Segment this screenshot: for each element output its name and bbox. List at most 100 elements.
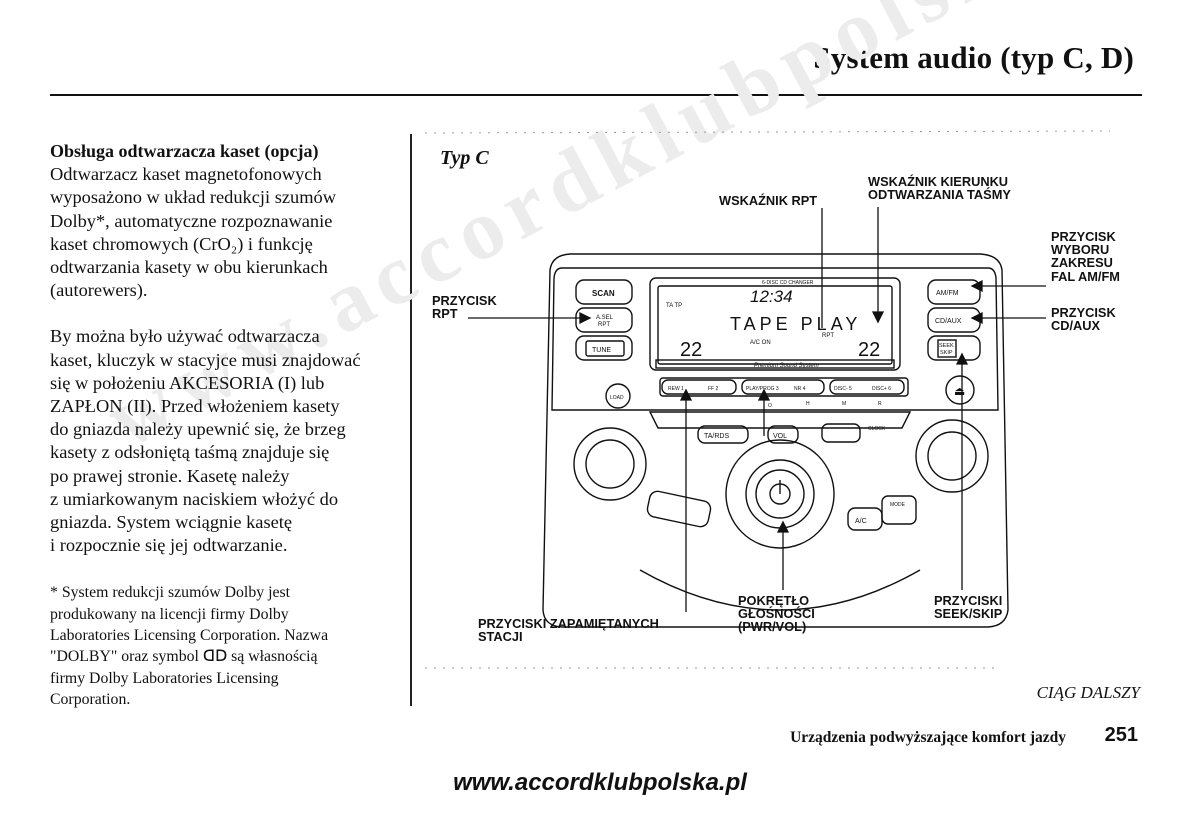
display-frame [649,277,901,371]
left-knob-ring [573,427,647,501]
callout-line: WSKAŹNIK KIERUNKU [868,174,1009,189]
mode-button[interactable] [881,495,917,525]
eject-icon: ⏏ [954,384,965,398]
callout-line: PRZYCISK [1051,305,1116,320]
arrowhead [776,520,790,533]
text-line: kaset chromowych (CrO₂) i funkcję [50,233,313,254]
tards-button[interactable] [697,425,749,444]
text-line: kasety z odsłoniętą taśmą znajduje się [50,442,330,463]
tune-button[interactable] [575,335,633,361]
preset-letter: H [806,401,810,407]
paragraph-intro: Odtwarzacz kaset magnetofonowych wyposaż… [50,163,400,302]
text-line: po prawej stronie. Kasetę należy [50,465,290,486]
page-number: 251 [1104,724,1138,746]
section-heading: Obsługa odtwarzacza kaset (opcja) [50,141,319,161]
asel-label: A.SEL [596,315,614,321]
arrowhead [955,352,969,365]
text-line: * System redukcji szumów Dolby jest [50,584,291,602]
callout-volume-knob: POKRĘTŁO GŁOŚNOŚCI (PWR/VOL) [738,594,815,634]
preset-2: FF 2 [708,386,718,392]
rpt-btn-label: RPT [598,322,610,328]
arrowhead [871,311,885,324]
radio-panel: 6-DISC CD CHANGER 12:34 TA TP TAPE PLAY … [542,253,1009,628]
amfm-label: AM/FM [936,290,959,297]
seek-label: SEEK [939,343,954,349]
scan-button[interactable] [575,279,633,305]
text-line: produkowany na licencji firmy Dolby [50,605,289,623]
callout-preset-buttons: PRZYCISKI ZAPAMIĘTANYCH STACJI [478,616,659,645]
right-knob[interactable] [927,431,977,481]
text-line: Odtwarzacz kaset magnetofonowych [50,164,322,185]
callout-line: SEEK/SKIP [934,606,1003,622]
arrowhead [970,279,983,293]
amfm-button[interactable] [927,279,981,305]
arrowhead [757,388,771,401]
load-label: LOAD [610,395,624,401]
callout-line: STACJI [478,629,523,645]
display-tape-play: TAPE PLAY [730,314,861,334]
preset-4: NR 4 [794,386,806,392]
vol-button[interactable] [767,425,799,444]
header-rule [50,94,1142,96]
display-clock: 12:34 [750,287,793,306]
site-url: www.accordklubpolska.pl [453,769,747,796]
callout-line: RPT [432,306,458,322]
display-temp-left: 22 [680,339,702,361]
panel-outline [542,253,1009,628]
text-line: odtwarzania kasety w obu kierunkach [50,257,328,278]
scan-label: SCAN [592,289,615,298]
callout-line: ZAKRESU [1051,255,1113,271]
text-line: (autorewers). [50,280,148,301]
callout-line: WYBORU [1051,242,1110,258]
callout-rpt-indicator: WSKAŹNIK RPT [719,193,818,208]
right-knob-ring [915,419,989,493]
preset-letter: R [878,401,882,407]
fan-button[interactable] [646,490,712,528]
callout-line: POKRĘTŁO [738,593,810,608]
clock-label: CLOCK [868,426,886,432]
display-header: 6-DISC CD CHANGER [762,280,814,286]
left-column: Obsługa odtwarzacza kaset (opcja) Odtwar… [50,140,400,710]
seek-skip-inner [937,339,957,358]
eject-button[interactable] [945,375,975,405]
text-line: do gniazda należy upewnić się, że brzeg [50,419,346,440]
preset-button-group-2[interactable] [741,379,825,395]
left-knob[interactable] [585,439,635,489]
preset-6: DISC+ 6 [872,386,891,392]
callout-line: ODTWARZANIA TAŚMY [868,187,1011,203]
tune-button-inner [585,340,625,357]
seek-skip-button[interactable] [927,335,981,361]
callout-cdaux-button: PRZYCISK CD/AUX [1051,305,1116,334]
text-line: gniazda. System wciągnie kasetę [50,512,293,533]
page-title: System audio (typ C, D) [813,40,1134,75]
callout-tape-direction: WSKAŹNIK KIERUNKU ODTWARZANIA TAŚMY [868,174,1011,203]
preset-3: PLAY/PROG 3 [746,386,779,392]
text-line: ZAPŁON (II). Przed włożeniem kasety [50,396,340,417]
callout-line: CD/AUX [1051,318,1101,334]
callout-line: PRZYCISKI ZAPAMIĘTANYCH [478,616,659,631]
preset-button-group-3[interactable] [829,379,905,395]
text-line: się w położeniu AKCESORIA (I) lub [50,372,325,393]
vol-label: VOL [773,433,787,440]
display-clock-button[interactable] [821,423,861,443]
mode-label: MODE [890,502,906,508]
column-divider [410,134,412,706]
cdaux-label: CD/AUX [935,318,962,325]
asel-rpt-button[interactable] [575,307,633,333]
text-line: wyposażono w układ redukcji szumów [50,187,337,208]
lower-curve [639,569,921,611]
panel-upper-frame [551,267,999,411]
tune-label: TUNE [592,347,611,354]
text-line: Laboratories Licensing Corporation. Nazw… [50,627,329,645]
preset-button-group-1[interactable] [661,379,737,395]
volume-knob-ring [725,439,835,549]
figure-border-dots [424,130,1111,134]
display-ta-tp: TA TP [666,303,682,309]
callout-amfm-button: PRZYCISK WYBORU ZAKRESU FAL AM/FM [1051,230,1120,283]
arrowhead [579,311,592,325]
callout-line: (PWR/VOL) [738,619,807,635]
text-line: i rozpocznie się jej odtwarzanie. [50,535,288,556]
text-line: "DOLBY" oraz symbol ᗡᗞ są własnością [50,648,318,666]
load-button[interactable] [605,383,631,409]
